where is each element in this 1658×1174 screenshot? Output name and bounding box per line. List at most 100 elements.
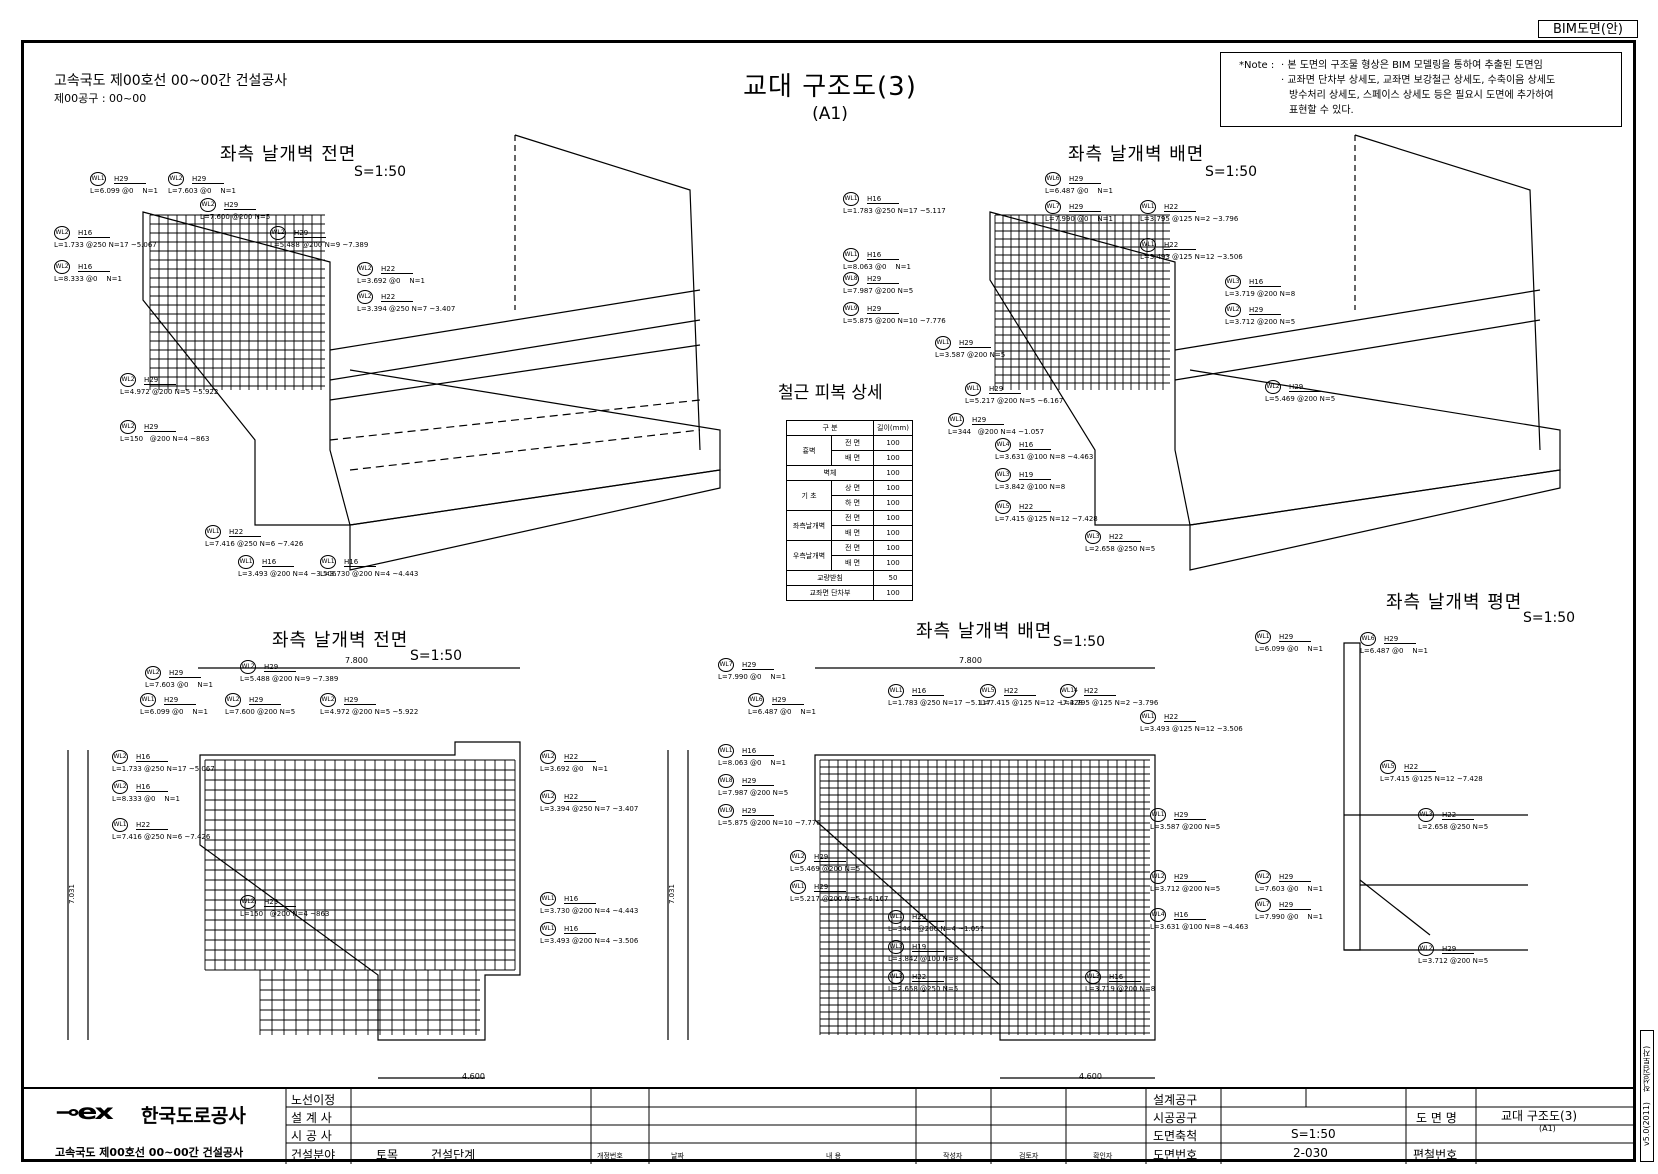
version-strip: v5.0(2011) 작성(검토자)	[1640, 1030, 1654, 1162]
bar-mark-tag: WL5	[980, 684, 996, 698]
tb-name-sub: (A1)	[1539, 1124, 1556, 1133]
bar-size: H29	[1279, 873, 1312, 882]
bar-size: H29	[772, 696, 805, 705]
bar-mark-tag: WL7	[1045, 200, 1061, 214]
bar-size: H16	[742, 747, 775, 756]
bar-mark-tag: WL2	[225, 693, 241, 707]
iso-front-footing-base	[349, 469, 721, 571]
bar-spec: L=7.990 @0 N=1	[718, 673, 786, 681]
tb-label: 건설분야	[291, 1148, 336, 1162]
bar-spec: L=3.394 @250 N=7 ~3.407	[357, 305, 456, 313]
bar-size: H29	[224, 201, 257, 210]
bar-mark-tag: WL2	[357, 262, 373, 276]
bar-spec: L=5.469 @200 N=5	[790, 865, 861, 873]
bar-mark-tag: WL6	[1360, 632, 1376, 646]
bar-spec: L=7.415 @125 N=12 ~7.428	[1380, 775, 1483, 783]
bar-mark-tag: WL3	[888, 970, 904, 984]
bar-mark-tag: WL2	[54, 260, 70, 274]
bar-size: H22	[381, 265, 414, 274]
bar-spec: L=5.875 @200 N=10 ~7.776	[718, 819, 821, 827]
bar-spec: L=8.333 @0 N=1	[112, 795, 180, 803]
bar-mark-tag: WL2	[270, 226, 286, 240]
view-title-elev-back: 좌측 날개벽 배면	[916, 621, 1053, 642]
bar-size: H16	[867, 195, 900, 204]
bar-mark-tag: WL1	[935, 336, 951, 350]
iso-front-seat	[329, 289, 701, 401]
bar-mark-tag: WL1	[888, 684, 904, 698]
bar-spec: L=6.099 @0 N=1	[90, 187, 158, 195]
bar-size: H22	[1404, 763, 1437, 772]
bar-spec: L=7.603 @0 N=1	[1255, 885, 1323, 893]
tb-edit-label: 편철번호	[1413, 1148, 1458, 1162]
title-block-project: 고속국도 제00호선 00~00간 건설공사	[55, 1146, 244, 1159]
iso-back-view	[989, 134, 1561, 571]
bar-spec: L=150 @200 N=4 ~863	[120, 435, 210, 443]
bar-spec: L=6.099 @0 N=1	[140, 708, 208, 716]
iso-front-footing	[349, 369, 721, 526]
bar-mark-tag: WL2	[540, 790, 556, 804]
bar-mark-tag: WL2	[112, 780, 128, 794]
bar-spec: L=7.415 @125 N=12 ~7.428	[980, 699, 1083, 707]
bar-spec: L=3.692 @0 N=1	[540, 765, 608, 773]
bar-spec: L=3.712 @200 N=5	[1150, 885, 1221, 893]
bar-mark-tag: WL2	[112, 750, 128, 764]
bar-spec: L=3.795 @125 N=2 ~3.796	[1140, 215, 1239, 223]
bar-spec: L=4.972 @200 N=5 ~5.922	[120, 388, 219, 396]
bar-mark-tag: WL1	[948, 413, 964, 427]
bar-size: H22	[1109, 533, 1142, 542]
bar-size: H29	[1069, 203, 1102, 212]
bar-spec: L=3.730 @200 N=4 ~4.443	[320, 570, 419, 578]
iso-front-view	[142, 134, 721, 571]
bar-spec: L=7.600 @200 N=5	[225, 708, 296, 716]
bar-spec: L=3.493 @125 N=12 ~3.506	[1140, 725, 1243, 733]
iso-back-footing-base	[1189, 469, 1561, 571]
drawing-subtitle: (A1)	[812, 104, 848, 124]
bar-spec: L=3.394 @250 N=7 ~3.407	[540, 805, 639, 813]
bar-mark-tag: WL1	[320, 555, 336, 569]
view-title-iso-front: 좌측 날개벽 전면	[220, 144, 357, 165]
editor-text: 작성(검토자)	[1642, 1045, 1651, 1092]
bar-spec: L=3.719 @200 N=8	[1085, 985, 1156, 993]
bar-spec: L=5.488 @200 N=9 ~7.389	[270, 241, 369, 249]
rebar-grid	[149, 214, 1170, 1035]
bar-size: H22	[564, 753, 597, 762]
bar-mark-tag: WL2	[1255, 870, 1271, 884]
view-scale-iso-front: S=1:50	[354, 164, 407, 180]
bar-size: H16	[344, 558, 377, 567]
bar-size: H22	[1084, 687, 1117, 696]
bar-spec: L=3.795 @125 N=2 ~3.796	[1060, 699, 1159, 707]
view-title-elev-front: 좌측 날개벽 전면	[272, 630, 409, 651]
bar-mark-tag: WL7	[718, 658, 734, 672]
tb-label: 설계공구	[1153, 1093, 1198, 1107]
bar-size: H29	[294, 229, 327, 238]
bar-mark-tag: WL8	[718, 774, 734, 788]
rev-header: 작성자	[943, 1152, 963, 1160]
bar-spec: L=3.842 @100 N=8	[995, 483, 1066, 491]
bar-spec: L=3.631 @100 N=8 ~4.463	[1150, 923, 1249, 931]
bar-size: H29	[1289, 383, 1322, 392]
bar-size: H16	[78, 229, 111, 238]
elev-back-outline	[814, 754, 1156, 1041]
bar-mark-tag: WL5	[995, 500, 1011, 514]
bar-size: H16	[867, 251, 900, 260]
note-box: *Note : · 본 도면의 구조물 형상은 BIM 모델링을 통하여 추출된…	[1220, 52, 1622, 127]
tb-field: 토목	[376, 1148, 399, 1162]
cover-cell: 기 초	[786, 480, 832, 511]
bar-mark-tag: WL2	[1265, 380, 1281, 394]
bar-spec: L=7.990 @0 N=1	[1255, 913, 1323, 921]
bar-spec: L=4.972 @200 N=5 ~5.922	[320, 708, 419, 716]
view-title-plan: 좌측 날개벽 평면	[1386, 592, 1523, 613]
